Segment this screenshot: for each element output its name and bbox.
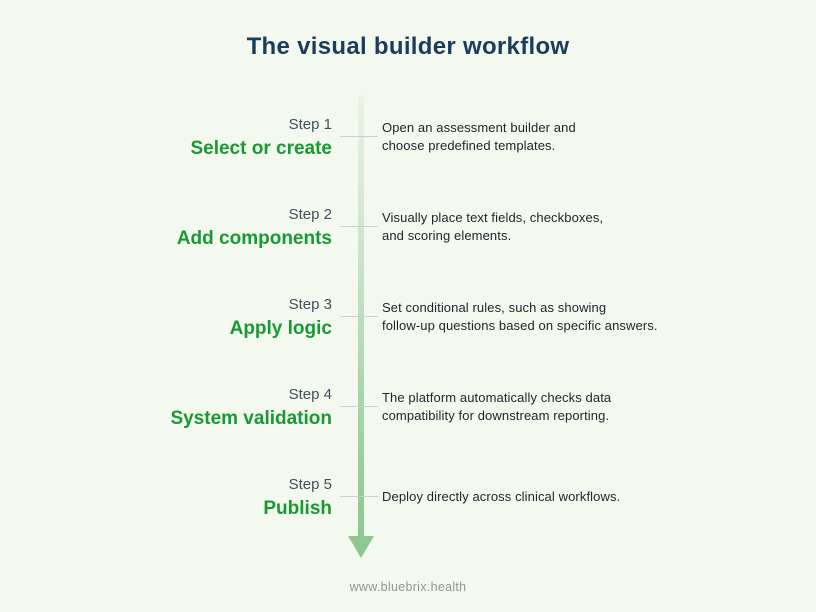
- step-1-title: Select or create: [190, 137, 332, 159]
- step-4-heading: Step 4 System validation: [0, 362, 332, 452]
- step-2-title: Add components: [176, 227, 332, 249]
- step-3-tick-line: [340, 316, 378, 317]
- step-3-label: Step 3: [288, 295, 332, 313]
- step-1-tick-line: [340, 136, 378, 137]
- step-2-desc-line-2: and scoring elements.: [382, 228, 512, 243]
- step-3-desc-line-2: follow-up questions based on specific an…: [382, 318, 658, 333]
- step-row-5: Step 5 Publish Deploy directly across cl…: [0, 452, 816, 542]
- footer-url: www.bluebrix.health: [349, 580, 467, 594]
- step-2-tick-line: [340, 226, 378, 227]
- step-5-label: Step 5: [288, 475, 332, 493]
- step-3-description: Set conditional rules, such as showing f…: [382, 272, 712, 362]
- step-4-desc-line-2: compatibility for downstream reporting.: [382, 408, 610, 423]
- step-4-tick-line: [340, 406, 378, 407]
- step-2-description: Visually place text fields, checkboxes, …: [382, 182, 712, 272]
- step-1-label: Step 1: [288, 115, 332, 133]
- step-4-desc-line-1: The platform automatically checks data: [382, 389, 612, 405]
- step-1-desc-line-2: choose predefined templates.: [382, 138, 556, 153]
- step-1-heading: Step 1 Select or create: [0, 92, 332, 182]
- step-5-tick-line: [340, 496, 378, 497]
- step-4-title: System validation: [170, 407, 332, 429]
- step-row-1: Step 1 Select or create Open an assessme…: [0, 92, 816, 182]
- workflow-arrow-down-icon: [348, 536, 374, 558]
- step-4-label: Step 4: [288, 385, 332, 403]
- step-row-3: Step 3 Apply logic Set conditional rules…: [0, 272, 816, 362]
- step-2-heading: Step 2 Add components: [0, 182, 332, 272]
- step-5-heading: Step 5 Publish: [0, 452, 332, 542]
- workflow-arrow-shaft: [358, 95, 364, 536]
- step-row-4: Step 4 System validation The platform au…: [0, 362, 816, 452]
- step-5-desc-line-1: Deploy directly across clinical workflow…: [382, 488, 621, 504]
- step-3-title: Apply logic: [229, 317, 332, 339]
- step-5-title: Publish: [263, 497, 332, 519]
- step-1-description: Open an assessment builder and choose pr…: [382, 92, 712, 182]
- step-5-description: Deploy directly across clinical workflow…: [382, 452, 712, 542]
- step-2-label: Step 2: [288, 205, 332, 223]
- step-1-desc-line-1: Open an assessment builder and: [382, 119, 576, 135]
- page-title: The visual builder workflow: [246, 33, 570, 60]
- step-4-description: The platform automatically checks data c…: [382, 362, 712, 452]
- step-3-heading: Step 3 Apply logic: [0, 272, 332, 362]
- step-3-desc-line-1: Set conditional rules, such as showing: [382, 299, 607, 315]
- step-2-desc-line-1: Visually place text fields, checkboxes,: [382, 209, 604, 225]
- step-row-2: Step 2 Add components Visually place tex…: [0, 182, 816, 272]
